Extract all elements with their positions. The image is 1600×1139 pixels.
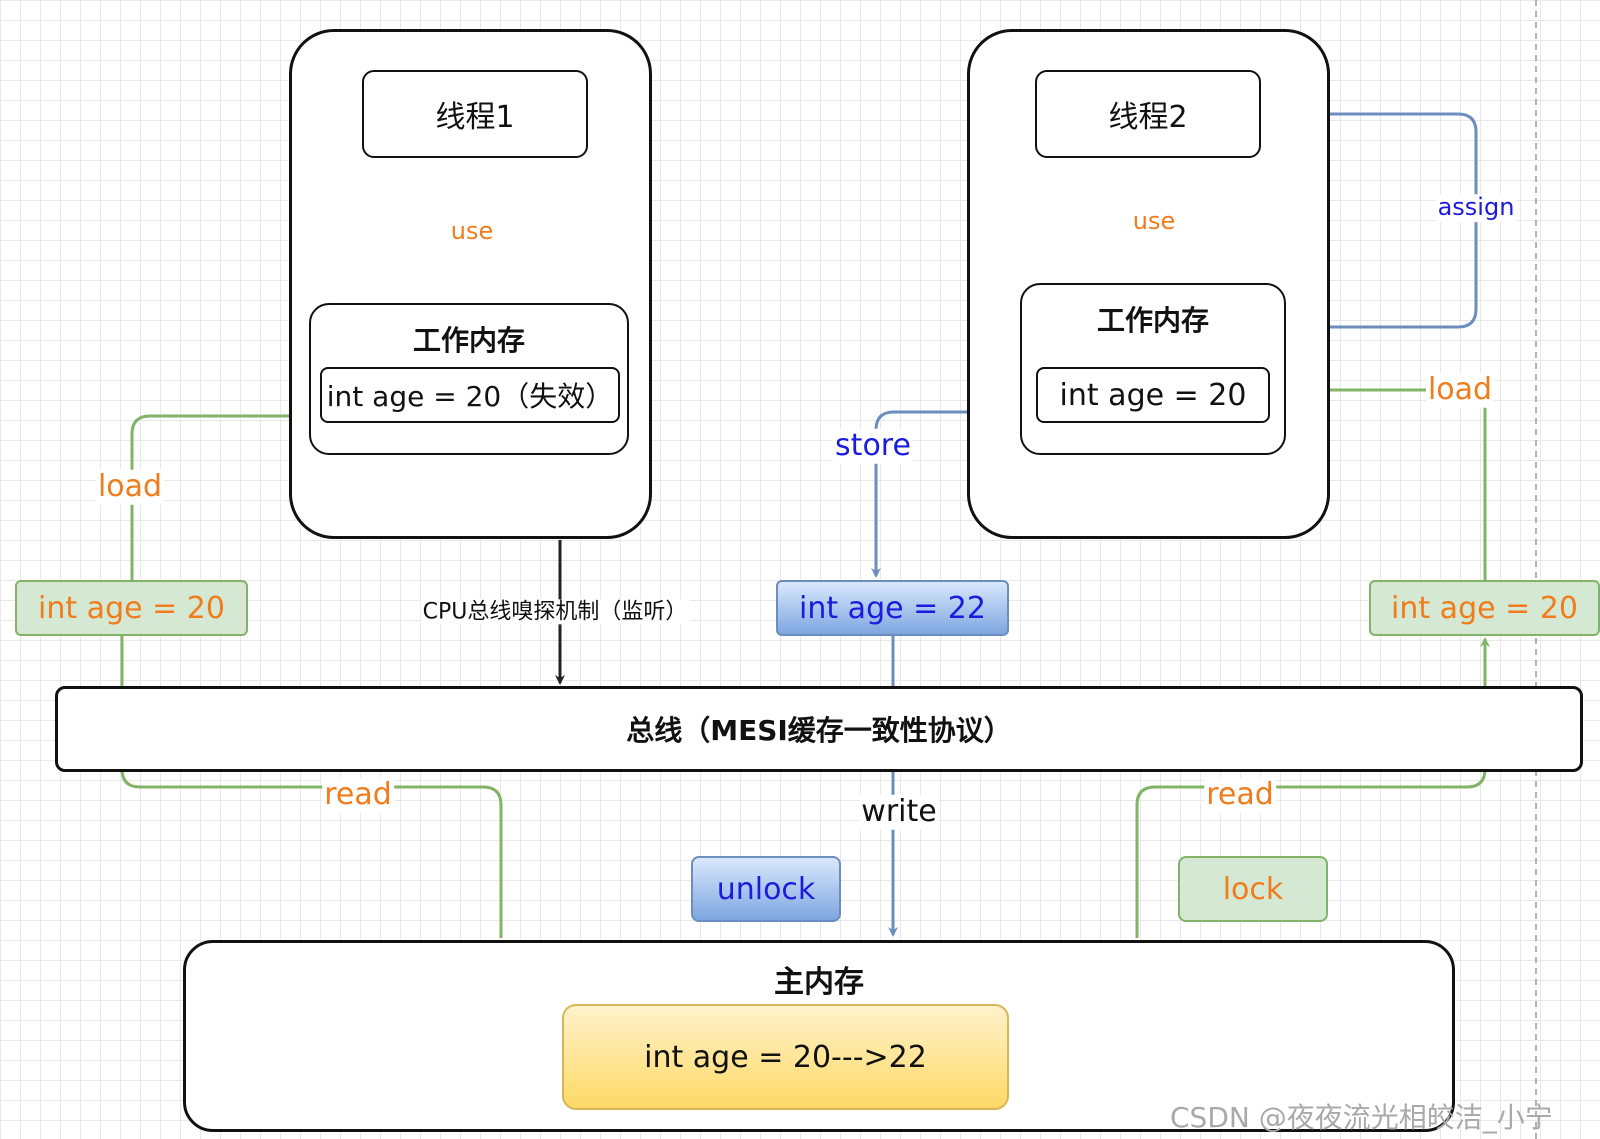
use-label-left: use [448,217,496,246]
bus-sniffing-label: CPU总线嗅探机制（监听） [420,599,690,625]
thread2-work-memory-title: 工作内存 [1096,304,1209,337]
thread1-title: 线程1 [435,100,515,135]
bus-bar: 总线（MESI缓存一致性协议） [55,686,1583,772]
left-copy-value: int age = 20 [38,590,225,626]
thread2-age-value-box: int age = 20 [1036,367,1270,423]
load-label-left: load [95,468,165,505]
lock-label: lock [1222,871,1284,907]
unlock-box: unlock [691,856,841,922]
thread1-age-value: int age = 20（失效） [326,380,614,413]
thread2-age-value: int age = 20 [1059,377,1247,413]
thread1-work-memory-title: 工作内存 [412,324,525,357]
read-label-right: read [1204,776,1276,813]
write-label: write [859,793,939,830]
main-memory-title: 主内存 [774,965,864,1000]
right-copy-value: int age = 20 [1391,590,1578,626]
unlock-label: unlock [716,871,816,907]
middle-copy-value: int age = 22 [799,590,986,626]
right-copy-box: int age = 20 [1369,580,1600,636]
thread1-title-box: 线程1 [362,70,588,158]
main-memory-value-box: int age = 20--->22 [562,1004,1009,1110]
use-label-right: use [1130,207,1178,236]
bus-label: 总线（MESI缓存一致性协议） [626,714,1012,747]
watermark: CSDN @夜夜流光相皎洁_小宁 [1170,1101,1553,1134]
read-arrow-left [117,626,503,938]
main-memory-value: int age = 20--->22 [644,1039,927,1075]
read-label-left: read [322,776,394,813]
thread2-title: 线程2 [1108,100,1188,135]
read-arrow-right [1135,637,1490,938]
thread1-age-value-box: int age = 20（失效） [320,367,620,423]
store-label: store [833,427,913,464]
middle-copy-box: int age = 22 [776,580,1009,636]
load-arrow-left [130,411,305,580]
thread2-title-box: 线程2 [1035,70,1261,158]
assign-label: assign [1435,193,1517,222]
load-label-right: load [1425,371,1495,408]
lock-box: lock [1178,856,1328,922]
left-copy-box: int age = 20 [15,580,248,636]
